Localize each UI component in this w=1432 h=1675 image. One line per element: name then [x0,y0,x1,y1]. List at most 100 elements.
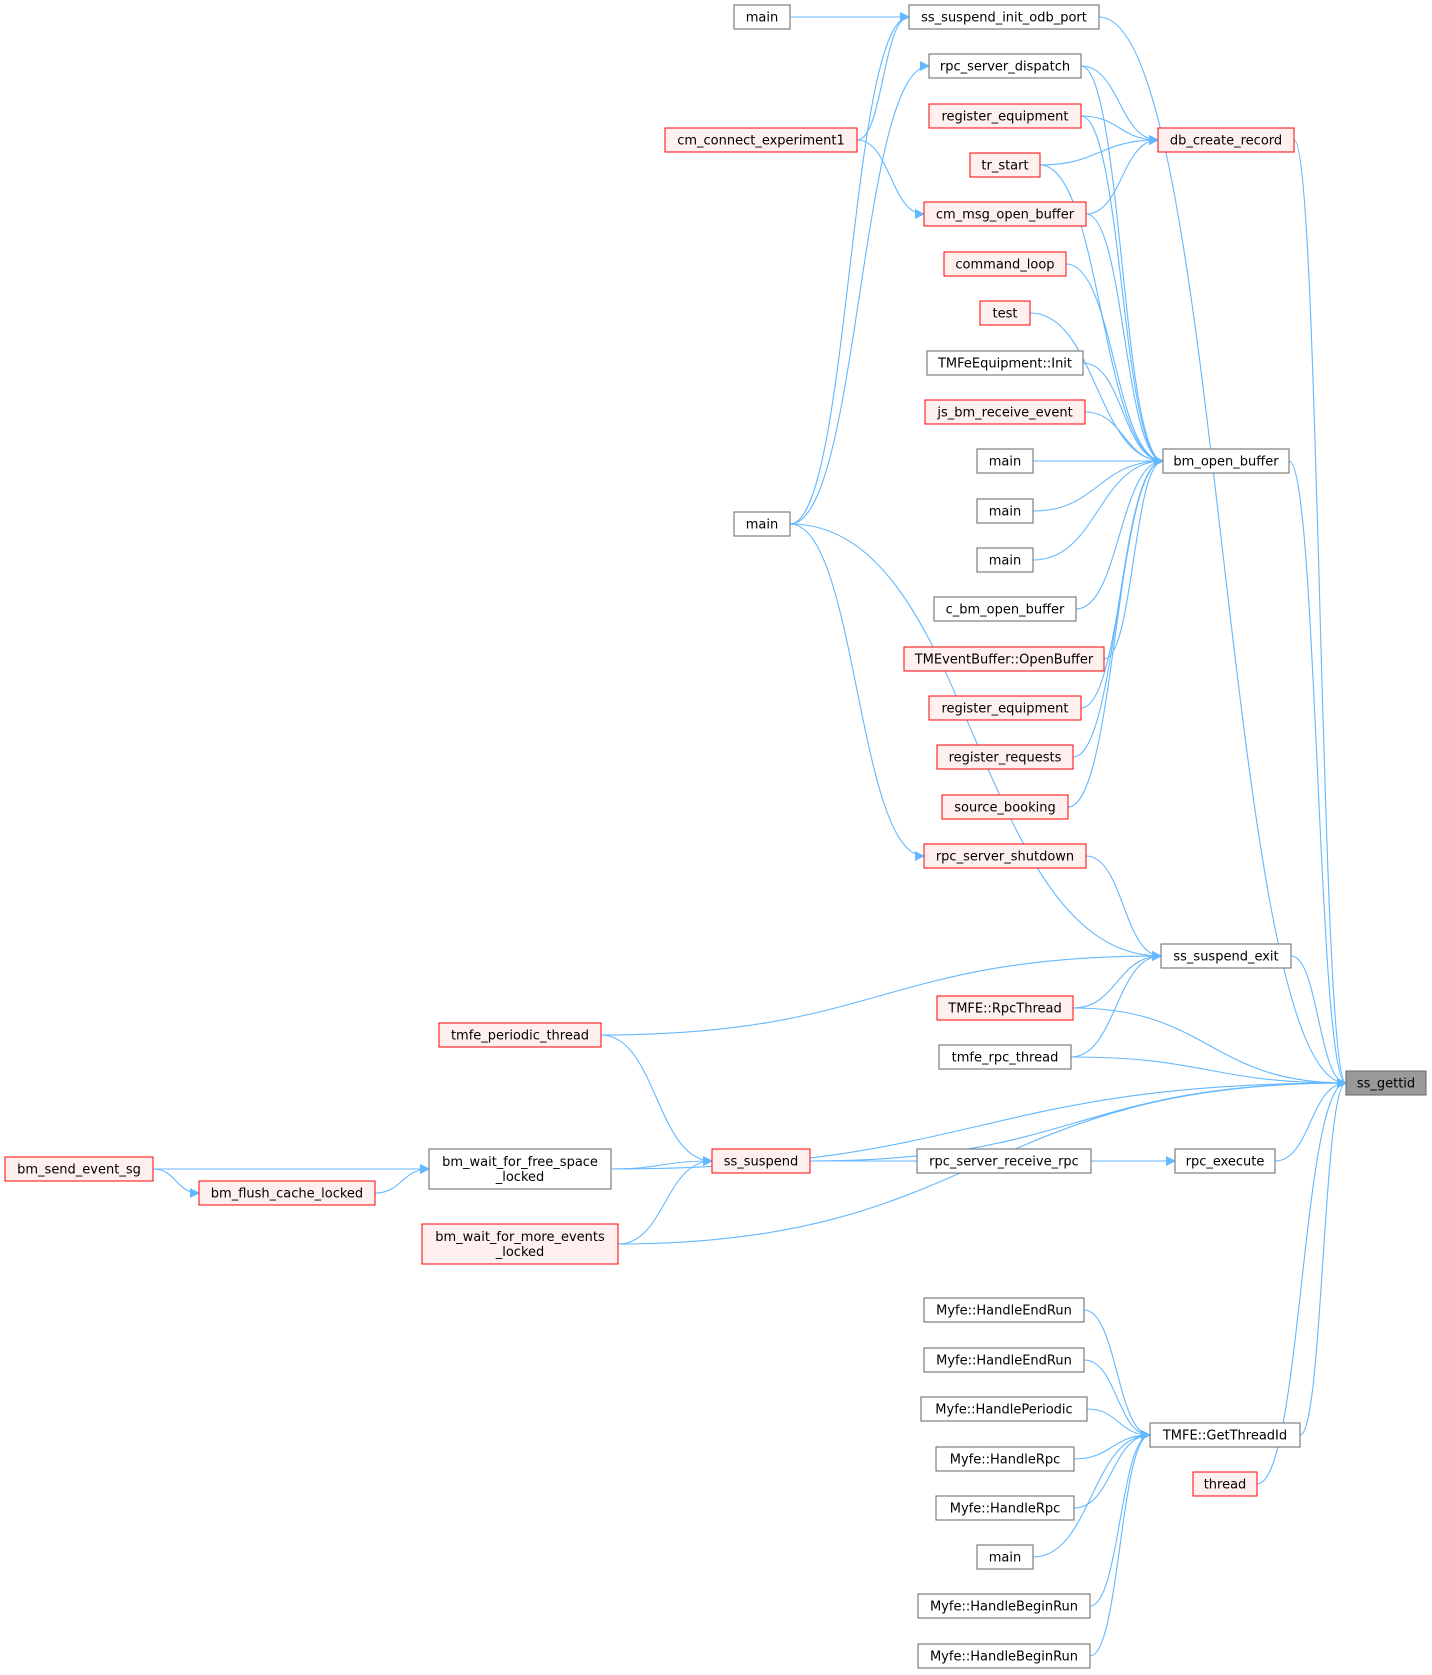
node-box[interactable] [1174,1148,1276,1174]
node-box[interactable] [428,1148,612,1190]
node-box[interactable] [421,1223,619,1265]
node-main_d[interactable]: main [976,498,1034,524]
node-tr_start[interactable]: tr_start [969,152,1041,178]
node-myfe_handlebeginrun_b[interactable]: Myfe::HandleBeginRun [917,1643,1091,1669]
node-tmfe_periodic_thread[interactable]: tmfe_periodic_thread [438,1022,602,1048]
node-myfe_handleperiodic[interactable]: Myfe::HandlePeriodic [920,1396,1088,1422]
node-box[interactable] [1160,943,1292,969]
node-ss_gettid[interactable]: ss_gettid [1345,1070,1427,1096]
node-source_booking[interactable]: source_booking [941,794,1069,820]
node-box[interactable] [920,1396,1088,1422]
edge-main_b-to-ss_suspend_exit [789,523,1162,961]
node-myfe_handlerpc_b[interactable]: Myfe::HandleRpc [935,1495,1075,1521]
node-box[interactable] [711,1148,811,1174]
node-box[interactable] [936,744,1074,770]
edge-tmfe_rpc_thread-to-ss_suspend_exit [1070,951,1162,1058]
node-myfe_handleendrun_a[interactable]: Myfe::HandleEndRun [923,1297,1085,1323]
node-box[interactable] [1149,1422,1301,1448]
node-tmeventbuffer_openbuffer[interactable]: TMEventBuffer::OpenBuffer [903,646,1105,672]
node-box[interactable] [928,103,1082,129]
node-tmfe_init[interactable]: TMFeEquipment::Init [926,350,1084,376]
node-bm_wait_for_free_space_locked[interactable]: bm_wait_for_free_space_locked [428,1148,612,1190]
node-ss_suspend_init_odb_port[interactable]: ss_suspend_init_odb_port [908,4,1100,30]
node-bm_send_event_sg[interactable]: bm_send_event_sg [4,1156,154,1182]
node-label: register_equipment [942,702,1069,717]
node-cm_msg_open_buffer[interactable]: cm_msg_open_buffer [923,201,1087,227]
node-box[interactable] [923,201,1087,227]
node-rpc_server_dispatch[interactable]: rpc_server_dispatch [928,53,1082,79]
node-box[interactable] [976,498,1034,524]
node-box[interactable] [917,1593,1091,1619]
node-bm_flush_cache_locked[interactable]: bm_flush_cache_locked [198,1180,376,1206]
node-box[interactable] [438,1022,602,1048]
node-box[interactable] [938,1044,1072,1070]
node-box[interactable] [928,53,1082,79]
node-box[interactable] [933,596,1077,622]
node-main_e[interactable]: main [976,547,1034,573]
node-box[interactable] [928,695,1082,721]
node-box[interactable] [917,1643,1091,1669]
node-label: _locked [495,1245,545,1260]
node-box[interactable] [976,547,1034,573]
node-test[interactable]: test [979,300,1031,326]
node-box[interactable] [916,1148,1092,1174]
node-tmfe_rpc_thread[interactable]: tmfe_rpc_thread [938,1044,1072,1070]
node-label: TMFeEquipment::Init [937,357,1072,372]
node-box[interactable] [1162,448,1290,474]
node-tmfe_rpcthread[interactable]: TMFE::RpcThread [936,995,1074,1021]
node-box[interactable] [926,350,1084,376]
node-box[interactable] [1345,1070,1427,1096]
node-bm_wait_for_more_events_locked[interactable]: bm_wait_for_more_events_locked [421,1223,619,1265]
node-rpc_server_shutdown[interactable]: rpc_server_shutdown [923,843,1087,869]
edge-rpc_server_dispatch-to-bm_open_buffer [1080,65,1164,466]
edge-c_bm_open_buffer-to-bm_open_buffer [1075,456,1164,610]
node-box[interactable] [198,1180,376,1206]
node-command_loop[interactable]: command_loop [943,251,1067,277]
node-box[interactable] [1157,127,1295,153]
node-box[interactable] [903,646,1105,672]
node-box[interactable] [941,794,1069,820]
node-box[interactable] [979,300,1031,326]
node-box[interactable] [969,152,1041,178]
node-label: ss_suspend_exit [1173,950,1278,965]
node-register_equipment_a[interactable]: register_equipment [928,103,1082,129]
node-ss_suspend[interactable]: ss_suspend [711,1148,811,1174]
node-main_c[interactable]: main [976,448,1034,474]
node-box[interactable] [908,4,1100,30]
node-tmfe_getthreadid[interactable]: TMFE::GetThreadId [1149,1422,1301,1448]
node-label: ss_suspend [724,1155,799,1170]
node-box[interactable] [935,1446,1075,1472]
node-thread[interactable]: thread [1192,1471,1258,1497]
node-rpc_execute[interactable]: rpc_execute [1174,1148,1276,1174]
node-box[interactable] [923,1347,1085,1373]
node-box[interactable] [4,1156,154,1182]
node-box[interactable] [923,843,1087,869]
node-main_f[interactable]: main [976,1544,1034,1570]
node-ss_suspend_exit[interactable]: ss_suspend_exit [1160,943,1292,969]
node-box[interactable] [733,4,791,30]
node-js_bm_receive_event[interactable]: js_bm_receive_event [924,399,1086,425]
node-main_b[interactable]: main [733,511,791,537]
node-myfe_handleendrun_b[interactable]: Myfe::HandleEndRun [923,1347,1085,1373]
node-myfe_handlerpc_a[interactable]: Myfe::HandleRpc [935,1446,1075,1472]
node-box[interactable] [935,1495,1075,1521]
node-box[interactable] [733,511,791,537]
node-db_create_record[interactable]: db_create_record [1157,127,1295,153]
node-rpc_server_receive_rpc[interactable]: rpc_server_receive_rpc [916,1148,1092,1174]
node-box[interactable] [976,448,1034,474]
node-main_a[interactable]: main [733,4,791,30]
node-box[interactable] [936,995,1074,1021]
node-myfe_handlebeginrun_a[interactable]: Myfe::HandleBeginRun [917,1593,1091,1619]
node-cm_connect_experiment1[interactable]: cm_connect_experiment1 [664,127,858,153]
node-bm_open_buffer[interactable]: bm_open_buffer [1162,448,1290,474]
node-c_bm_open_buffer[interactable]: c_bm_open_buffer [933,596,1077,622]
node-box[interactable] [664,127,858,153]
node-register_equipment_b[interactable]: register_equipment [928,695,1082,721]
node-box[interactable] [924,399,1086,425]
node-box[interactable] [976,1544,1034,1570]
node-box[interactable] [923,1297,1085,1323]
node-box[interactable] [1192,1471,1258,1497]
node-box[interactable] [943,251,1067,277]
node-register_requests[interactable]: register_requests [936,744,1074,770]
